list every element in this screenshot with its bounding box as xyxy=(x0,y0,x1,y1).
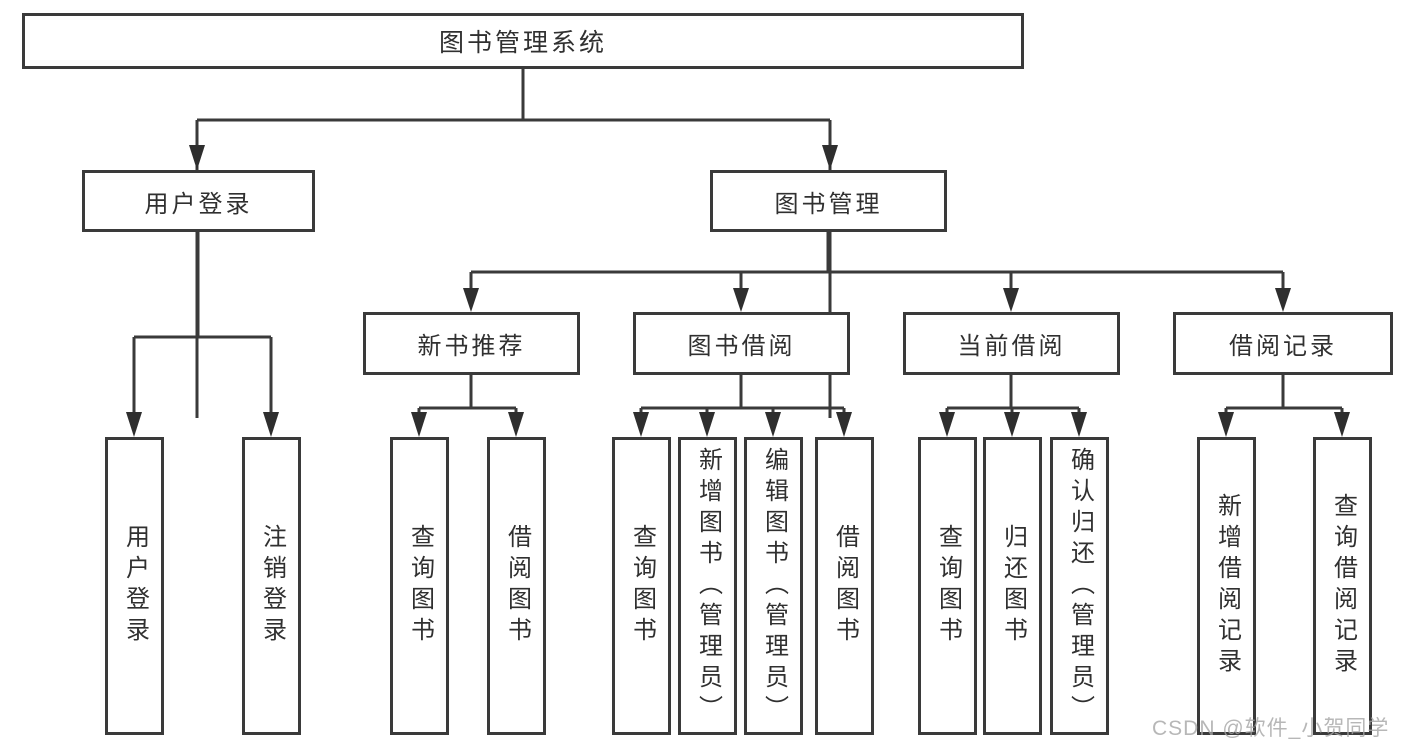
leaf-borrow-books-newbook: 借阅图书 xyxy=(487,437,546,735)
connector-borrowrecord-to-leaves xyxy=(1224,375,1344,418)
connector-bookmgmt-to-modules xyxy=(469,232,1285,295)
connector-root-to-level2 xyxy=(195,69,832,418)
connector-newbook-to-leaves xyxy=(417,375,518,418)
arrowheads-level2 xyxy=(189,145,838,170)
node-root-library-system: 图书管理系统 xyxy=(22,13,1024,69)
leaf-add-borrow-record: 新增借阅记录 xyxy=(1197,437,1256,735)
leaf-return-books: 归还图书 xyxy=(983,437,1042,735)
leaf-confirm-return-admin: 确认归还（管理员） xyxy=(1050,437,1109,735)
csdn-watermark: CSDN @软件_小贺同学 xyxy=(1152,717,1390,740)
leaf-query-borrow-record: 查询借阅记录 xyxy=(1313,437,1372,735)
node-user-login-branch: 用户登录 xyxy=(82,170,315,232)
leaf-query-books-newbook: 查询图书 xyxy=(390,437,449,735)
leaf-query-books-borrow: 查询图书 xyxy=(612,437,671,735)
node-new-book-recommend: 新书推荐 xyxy=(363,312,580,375)
node-book-borrowing: 图书借阅 xyxy=(633,312,850,375)
leaf-user-login: 用户登录 xyxy=(105,437,164,735)
arrowheads-borrowrecord-leaves xyxy=(1218,412,1350,437)
leaf-edit-books-admin: 编辑图书（管理员） xyxy=(744,437,803,735)
leaf-add-books-admin: 新增图书（管理员） xyxy=(678,437,737,735)
arrowheads-newbook-leaves xyxy=(411,412,524,437)
node-borrowing-records: 借阅记录 xyxy=(1173,312,1393,375)
leaf-logout: 注销登录 xyxy=(242,437,301,735)
arrowheads-userlogin-leaves xyxy=(126,412,279,437)
connector-currentborrow-to-leaves xyxy=(945,375,1081,418)
connector-userlogin-to-leaves xyxy=(132,232,273,418)
arrowheads-bookborrow-leaves xyxy=(633,412,852,437)
leaf-borrow-books-borrow: 借阅图书 xyxy=(815,437,874,735)
node-current-borrowing: 当前借阅 xyxy=(903,312,1120,375)
connector-bookborrow-to-leaves xyxy=(639,375,846,418)
arrowheads-currentborrow-leaves xyxy=(939,412,1087,437)
node-book-management-branch: 图书管理 xyxy=(710,170,947,232)
leaf-query-books-current: 查询图书 xyxy=(918,437,977,735)
arrowheads-modules xyxy=(463,288,1291,312)
